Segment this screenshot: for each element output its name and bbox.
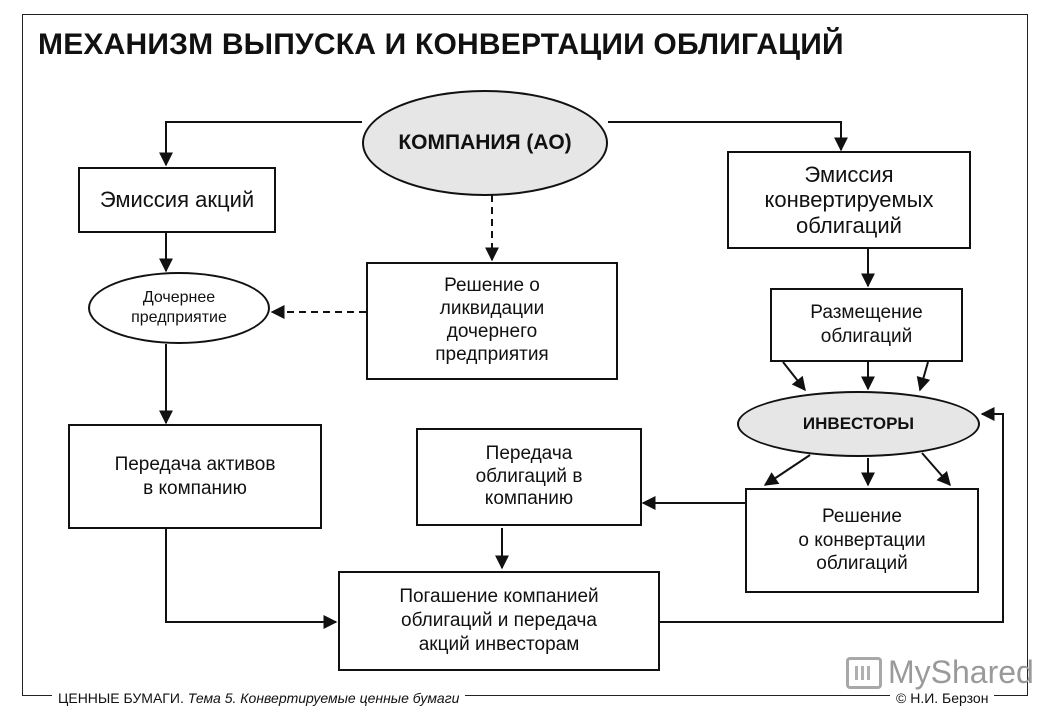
footer-right: © Н.И. Берзон (890, 688, 995, 708)
bond-transfer-node: Передача облигаций в компанию (416, 428, 642, 526)
footer-left: ЦЕННЫЕ БУМАГИ. Тема 5. Конвертируемые це… (52, 688, 466, 708)
investors-node: ИНВЕСТОРЫ (737, 391, 980, 457)
asset-transfer-node: Передача активов в компанию (68, 424, 322, 529)
watermark-text: MyShared (888, 654, 1034, 690)
redemption-node: Погашение компанией облигаций и передача… (338, 571, 660, 671)
conversion-decision-node: Решение о конвертации облигаций (745, 488, 979, 593)
subsidiary-node: Дочернее предприятие (88, 272, 270, 344)
watermark: MyShared (846, 654, 1034, 691)
liquidation-decision-node: Решение о ликвидации дочернего предприят… (366, 262, 618, 380)
footer-topic: Тема 5. Конвертируемые ценные бумаги (187, 690, 460, 706)
presentation-icon (846, 656, 882, 689)
share-issue-node: Эмиссия акций (78, 167, 276, 233)
company-node: КОМПАНИЯ (АО) (362, 90, 608, 196)
footer-course: ЦЕННЫЕ БУМАГИ. (58, 690, 184, 706)
convertible-issue-node: Эмиссия конвертируемых облигаций (727, 151, 971, 249)
bond-placement-node: Размещение облигаций (770, 288, 963, 362)
slide-frame (22, 14, 1028, 696)
slide-title: МЕХАНИЗМ ВЫПУСКА И КОНВЕРТАЦИИ ОБЛИГАЦИЙ (38, 28, 844, 61)
